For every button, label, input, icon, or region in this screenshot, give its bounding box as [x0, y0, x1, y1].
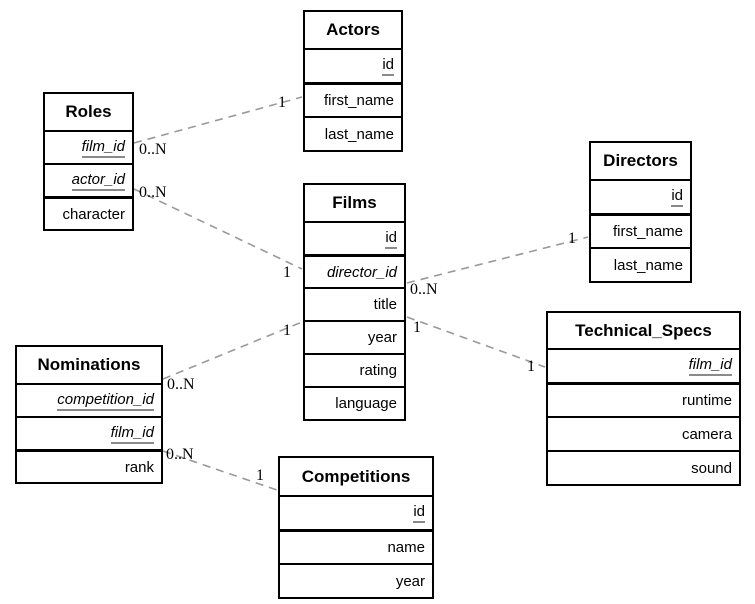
field-row: first_name: [305, 82, 401, 116]
field-competitions-id: id: [413, 503, 425, 523]
field-directors-id: id: [671, 187, 683, 207]
table-title-actors: Actors: [305, 12, 401, 48]
field-row: camera: [548, 416, 739, 450]
field-row: id: [305, 221, 404, 254]
table-title-films: Films: [305, 185, 404, 221]
field-row: director_id: [305, 254, 404, 287]
table-title-roles: Roles: [45, 94, 132, 130]
field-nominations-rank: rank: [124, 458, 154, 476]
cardinality-roles-actors-near-roles: 0..N: [139, 141, 167, 158]
cardinality-nominations-competitions-near-nominations: 0..N: [166, 446, 194, 463]
field-roles-film-id: film_id: [81, 138, 125, 158]
field-technical-specs-sound: sound: [691, 459, 732, 477]
table-title-text: Films: [332, 193, 377, 212]
field-row: character: [45, 196, 132, 229]
field-row: id: [591, 179, 690, 213]
field-directors-first-name: first_name: [612, 223, 683, 240]
cardinality-roles-films-near-films: 1: [283, 264, 291, 281]
field-actors-id: id: [382, 56, 394, 76]
field-row: rating: [305, 353, 404, 386]
field-row: actor_id: [45, 163, 132, 196]
table-title-text: Competitions: [301, 466, 411, 486]
entity-table-films: Films id director_id title year rating l…: [303, 183, 406, 421]
field-row: first_name: [591, 213, 690, 247]
field-row: film_id: [45, 130, 132, 163]
field-row: film_id: [17, 416, 161, 449]
field-row: title: [305, 287, 404, 320]
table-title-competitions: Competitions: [280, 458, 432, 495]
entity-table-actors: Actors id first_name last_name: [303, 10, 403, 152]
field-actors-last-name: last_name: [324, 125, 394, 143]
table-title-text: Technical_Specs: [575, 320, 712, 340]
cardinality-nominations-competitions-near-competitions: 1: [256, 467, 264, 484]
field-row: id: [305, 48, 401, 82]
field-row: last_name: [591, 247, 690, 281]
field-competitions-year: year: [395, 572, 425, 590]
cardinality-films-technicalspecs-near-films: 1: [413, 319, 421, 336]
table-title-text: Directors: [603, 151, 678, 170]
field-technical-specs-camera: camera: [681, 425, 732, 443]
field-actors-first-name: first_name: [323, 92, 394, 109]
entity-table-roles: Roles film_id actor_id character: [43, 92, 134, 231]
table-title-technical-specs: Technical_Specs: [548, 313, 739, 348]
field-row: film_id: [548, 348, 739, 382]
table-title-text: Nominations: [37, 355, 141, 374]
field-row: id: [280, 495, 432, 529]
relation-nominations-films-line: [162, 321, 303, 380]
table-title-directors: Directors: [591, 143, 690, 179]
field-directors-last-name: last_name: [613, 256, 683, 274]
cardinality-nominations-films-near-nominations: 0..N: [167, 376, 195, 393]
field-row: name: [280, 529, 432, 563]
entity-table-nominations: Nominations competition_id film_id rank: [15, 345, 163, 484]
cardinality-roles-actors-near-actors: 1: [278, 94, 286, 111]
entity-table-technical-specs: Technical_Specs film_id runtime camera s…: [546, 311, 741, 486]
field-roles-actor-id: actor_id: [71, 171, 125, 191]
field-technical-specs-film-id: film_id: [688, 356, 732, 376]
field-row: sound: [548, 450, 739, 484]
field-roles-character: character: [62, 205, 125, 223]
entity-table-directors: Directors id first_name last_name: [589, 141, 692, 283]
field-row: competition_id: [17, 383, 161, 416]
field-competitions-name: name: [387, 539, 425, 556]
table-title-text: Actors: [326, 20, 380, 39]
relation-films-directors-line: [406, 236, 589, 284]
cardinality-roles-films-near-roles: 0..N: [139, 184, 167, 201]
field-row: rank: [17, 449, 161, 482]
field-row: runtime: [548, 382, 739, 416]
field-row: year: [280, 563, 432, 597]
field-nominations-competition-id: competition_id: [57, 391, 154, 411]
relation-films-technicalspecs-line: [406, 316, 546, 368]
field-films-language: language: [335, 395, 397, 412]
field-technical-specs-runtime: runtime: [681, 392, 732, 409]
cardinality-films-technicalspecs-near-technicalspecs: 1: [527, 358, 535, 375]
field-films-id: id: [385, 229, 397, 249]
table-title-text: Roles: [65, 102, 112, 121]
field-nominations-film-id: film_id: [110, 424, 154, 444]
field-row: last_name: [305, 116, 401, 150]
cardinality-nominations-films-near-films: 1: [283, 322, 291, 339]
relation-roles-actors-line: [133, 96, 303, 144]
table-title-nominations: Nominations: [17, 347, 161, 383]
field-films-director-id: director_id: [326, 263, 397, 281]
cardinality-films-directors-near-directors: 1: [568, 230, 576, 247]
entity-table-competitions: Competitions id name year: [278, 456, 434, 599]
field-row: language: [305, 386, 404, 419]
cardinality-films-directors-near-films: 0..N: [410, 281, 438, 298]
field-films-title: title: [373, 296, 397, 313]
field-row: year: [305, 320, 404, 353]
field-films-rating: rating: [359, 362, 397, 379]
field-films-year: year: [367, 329, 397, 346]
